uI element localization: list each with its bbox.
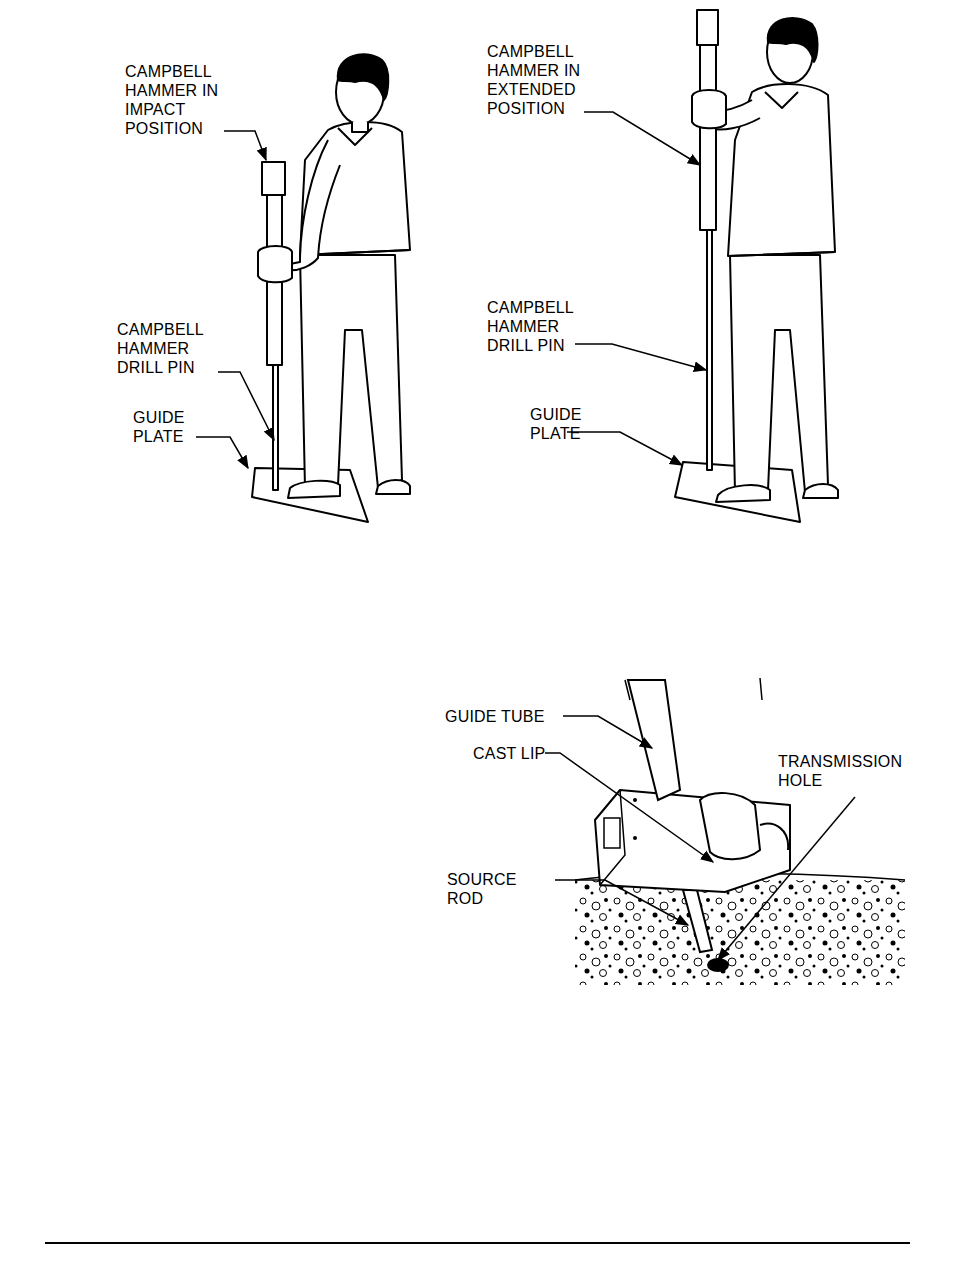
callout-label: GUIDE TUBE — [445, 707, 545, 726]
callout-label: CAMPBELL HAMMER DRILL PIN — [117, 320, 217, 377]
callout-label: GUIDE PLATE — [530, 405, 592, 443]
left-figure — [252, 54, 410, 522]
callout-label: GUIDE PLATE — [133, 408, 195, 446]
callout-label: CAMPBELL HAMMER IN IMPACT POSITION — [125, 62, 225, 138]
right-figure — [675, 10, 838, 522]
callout-label: TRANSMISSION HOLE — [778, 752, 913, 790]
callout-label: CAST LIP — [473, 744, 545, 763]
gauge-figure — [575, 678, 905, 985]
callout-label: CAMPBELL HAMMER DRILL PIN — [487, 298, 587, 355]
page-rule — [45, 1242, 910, 1244]
leader-lines — [196, 112, 855, 960]
callout-label: SOURCE ROD — [447, 870, 519, 908]
callout-label: CAMPBELL HAMMER IN EXTENDED POSITION — [487, 42, 587, 118]
